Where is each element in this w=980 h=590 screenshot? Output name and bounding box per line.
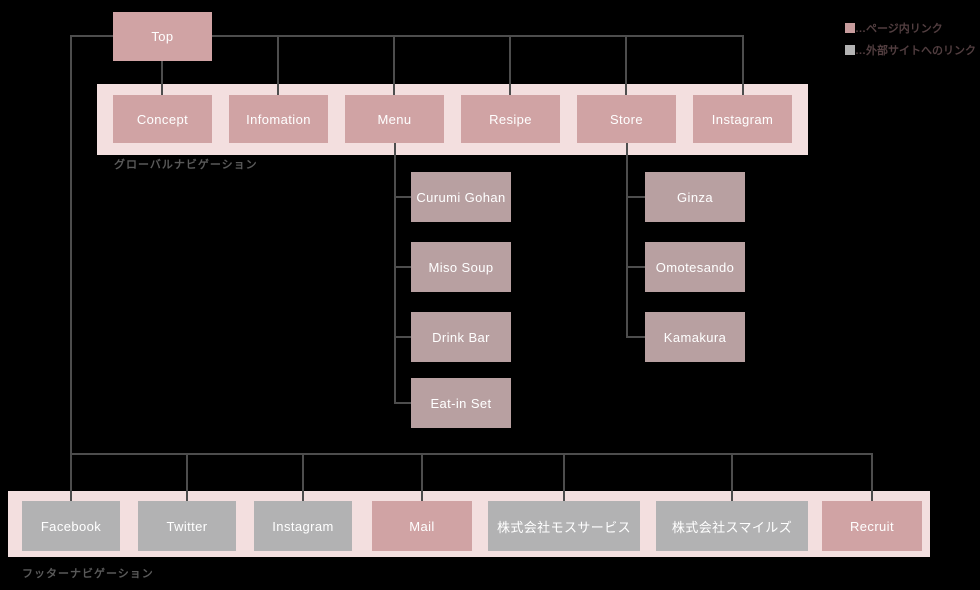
node-resipe: Resipe [461,95,560,143]
node-menu-label: Menu [377,111,412,127]
node-store: Store [577,95,676,143]
node-concept: Concept [113,95,212,143]
node-eat-in-set: Eat-in Set [411,378,511,428]
global-nav-band [97,84,808,155]
connector-top-to-footer-v [70,35,72,502]
node-facebook-label: Facebook [40,518,102,534]
legend-internal-label: …ページ内リンク [855,23,943,35]
legend-external-label: …外部サイトへのリンク [855,45,976,57]
legend-item-external: …外部サイトへのリンク [845,43,976,57]
node-infomation: Infomation [229,95,328,143]
legend-item-internal: …ページ内リンク [845,21,976,35]
node-ginza: Ginza [645,172,745,222]
connector-stub-eat-in-set [394,402,411,404]
node-miso-soup-label: Miso Soup [428,259,494,275]
connector-store-v [626,143,628,338]
node-drink-bar: Drink Bar [411,312,511,362]
node-mos-service-label: 株式会社モスサービス [496,519,631,535]
node-omotesando: Omotesando [645,242,745,292]
node-curumi-gohan: Curumi Gohan [411,172,511,222]
node-concept-label: Concept [136,111,189,127]
node-ginza-label: Ginza [677,189,713,205]
external-link-swatch-icon [845,45,855,55]
node-facebook: Facebook [22,501,120,551]
node-footer-instagram: Instagram [254,501,352,551]
connector-stub-smiles [731,453,733,502]
node-top: Top [113,12,212,61]
node-instagram: Instagram [693,95,792,143]
node-store-label: Store [609,111,644,127]
connector-menu-v [394,143,396,404]
connector-stub-menu [393,35,395,96]
connector-top-h [212,35,744,37]
node-kamakura-label: Kamakura [663,329,727,345]
connector-top-to-footer-h [70,35,113,37]
connector-stub-omotesando [626,266,645,268]
connector-stub-recruit [871,453,873,502]
node-menu: Menu [345,95,444,143]
node-infomation-label: Infomation [246,111,311,127]
connector-stub-curumi-gohan [394,196,411,198]
node-mail-label: Mail [409,518,435,534]
node-mail: Mail [372,501,472,551]
connector-stub-concept [161,61,163,96]
node-resipe-label: Resipe [489,111,532,127]
node-instagram-label: Instagram [711,111,774,127]
connector-stub-resipe [509,35,511,96]
node-kamakura: Kamakura [645,312,745,362]
connector-stub-twitter [186,453,188,502]
node-smiles-label: 株式会社スマイルズ [671,519,793,535]
node-recruit-label: Recruit [850,518,894,534]
connector-stub-instagram [742,35,744,96]
node-smiles: 株式会社スマイルズ [656,501,808,551]
node-twitter: Twitter [138,501,236,551]
node-curumi-gohan-label: Curumi Gohan [416,189,506,205]
node-twitter-label: Twitter [166,518,208,534]
global-nav-caption: グローバルナビゲーション [114,159,258,171]
connector-stub-store [625,35,627,96]
connector-stub-drink-bar [394,336,411,338]
connector-stub-footer-instagram [302,453,304,502]
connector-stub-kamakura [626,336,645,338]
node-mos-service: 株式会社モスサービス [488,501,640,551]
internal-link-swatch-icon [845,23,855,33]
connector-stub-infomation [277,35,279,96]
legend: …ページ内リンク …外部サイトへのリンク [845,21,976,65]
connector-stub-mos-service [563,453,565,502]
connector-footer-h [70,453,873,455]
connector-stub-miso-soup [394,266,411,268]
connector-stub-ginza [626,196,645,198]
node-miso-soup: Miso Soup [411,242,511,292]
node-eat-in-set-label: Eat-in Set [430,395,492,411]
node-drink-bar-label: Drink Bar [432,329,490,345]
connector-stub-mail [421,453,423,502]
node-omotesando-label: Omotesando [655,259,735,275]
node-footer-instagram-label: Instagram [272,518,334,534]
footer-nav-caption: フッターナビゲーション [22,568,154,580]
node-recruit: Recruit [822,501,922,551]
node-top-label: Top [151,29,174,44]
